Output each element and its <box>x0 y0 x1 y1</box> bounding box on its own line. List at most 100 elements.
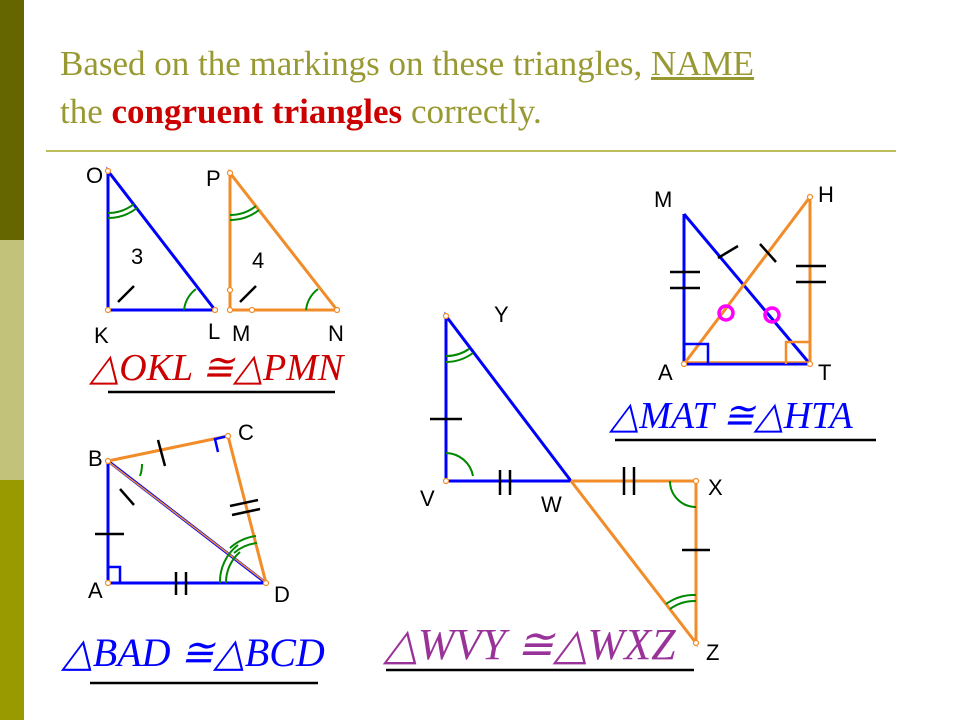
vertex-label-t: T <box>818 360 831 385</box>
segment-cd <box>226 435 268 584</box>
figure-mat-hta: M H A T △MAT ≅△HTA <box>608 182 876 442</box>
segment-bc <box>107 434 229 463</box>
right-angle-a3 <box>108 565 122 583</box>
vertex-label-o: O <box>86 163 103 188</box>
title-part1: Based on the markings on these triangles… <box>60 44 643 83</box>
point-dot-m <box>248 306 256 314</box>
sidebar-band-top <box>0 0 24 240</box>
vertex-dot-v <box>442 477 450 485</box>
vertex-label-c: C <box>238 420 254 445</box>
vertex-label-d: D <box>274 582 290 607</box>
tick-mark-ha <box>759 243 777 263</box>
angle-mark-a <box>717 304 735 322</box>
tick-mark-cd-2 <box>231 507 261 517</box>
angle-arc-d-upper <box>229 535 257 549</box>
title-congruent-triangles: congruent triangles <box>111 92 403 131</box>
figure-wvy-wxz: Y V W X Z △WVY ≅△WXZ <box>382 302 723 672</box>
slide-title: Based on the markings on these triangles… <box>60 40 920 136</box>
tick-mark-bd <box>119 488 135 506</box>
vertex-dot-k <box>104 306 112 314</box>
angle-arc-p <box>229 205 257 217</box>
title-part5: correctly. <box>410 92 542 131</box>
side-length-4: 4 <box>252 248 264 273</box>
vertex-label-b: B <box>88 446 103 471</box>
right-angle-c <box>213 434 229 453</box>
angle-arc-d-upper <box>233 542 258 554</box>
triangle-pmn <box>228 168 341 312</box>
vertex-label-w: W <box>541 492 562 517</box>
tick-mark-mt <box>717 244 739 260</box>
sidebar-decoration <box>0 0 24 720</box>
vertex-dot-m <box>226 306 234 314</box>
tick-mark-cd-1 <box>229 498 259 508</box>
vertex-dot-l <box>211 306 219 314</box>
point-dot-side <box>226 286 234 294</box>
vertex-label-n: N <box>328 321 344 346</box>
angle-arc-l <box>183 288 197 311</box>
vertex-dot-h <box>806 193 814 201</box>
answer-okl-pmn: △OKL ≅△PMN <box>88 347 346 389</box>
angle-arc-z <box>665 593 697 605</box>
vertex-dot-p <box>226 169 234 177</box>
side-length-3: 3 <box>131 244 143 269</box>
vertex-dot-y <box>442 312 450 320</box>
angle-arc-z <box>669 599 697 610</box>
answer-mat-hta: △MAT ≅△HTA <box>608 395 853 437</box>
answer-wvy-wxz: △WVY ≅△WXZ <box>382 620 676 669</box>
segment-mt <box>682 213 812 365</box>
vertex-dot-a2 <box>680 360 688 368</box>
tick-mark-m <box>239 285 257 303</box>
vertex-label-m2: M <box>654 187 672 212</box>
segment-ha <box>682 196 812 365</box>
vertex-dot-o <box>104 167 112 175</box>
vertex-label-l: L <box>208 319 220 344</box>
tick-mark-bc <box>156 439 167 467</box>
title-name-word: NAME <box>650 44 755 83</box>
sidebar-band-bottom <box>0 480 24 720</box>
angle-arc-y <box>445 352 474 363</box>
vertex-dot-x <box>692 477 700 485</box>
answer-bad-bcd: △BAD ≅△BCD <box>60 630 325 675</box>
angle-arc-o <box>107 203 135 215</box>
vertex-dot-b <box>104 457 112 465</box>
vertex-dot-a3 <box>104 579 112 587</box>
angle-arc-o <box>107 207 138 220</box>
vertex-label-x: X <box>708 475 723 500</box>
angle-arc-x <box>669 480 697 508</box>
vertex-label-k: K <box>94 323 109 348</box>
angle-mark-t <box>763 306 781 324</box>
figure-okl-pmn: O K L P M N 3 4 △OKL ≅△PMN <box>86 163 346 394</box>
vertex-label-v: V <box>420 486 435 511</box>
angle-arc-v <box>445 452 474 477</box>
vertex-label-m: M <box>232 321 250 346</box>
figure-bad-bcd: B C A D △BAD ≅△BCD <box>60 420 325 685</box>
vertex-dot-n <box>333 306 341 314</box>
vertex-label-p: P <box>206 166 221 191</box>
angle-arc-b <box>139 463 144 477</box>
vertex-label-h: H <box>818 182 834 207</box>
angle-arc-n <box>305 288 319 311</box>
vertex-dot-d <box>262 579 270 587</box>
vertex-dot-t <box>806 360 814 368</box>
segment-bd-orange <box>109 462 269 585</box>
vertex-label-a2: A <box>658 360 673 385</box>
right-angle-t <box>784 340 810 364</box>
vertex-label-a3: A <box>88 578 103 603</box>
angle-arc-y <box>445 348 470 358</box>
angle-arc-d <box>224 551 241 584</box>
angle-arc-p <box>229 209 260 222</box>
sidebar-band-middle <box>0 240 24 480</box>
vertex-dot-z <box>692 639 700 647</box>
vertex-dot-c <box>224 432 232 440</box>
title-part3: the <box>60 92 103 131</box>
right-angle-a <box>684 342 710 364</box>
triangle-wvy <box>444 311 575 483</box>
vertex-label-z: Z <box>706 640 719 665</box>
title-divider <box>46 150 896 152</box>
vertex-label-y: Y <box>494 302 509 327</box>
triangle-wxz <box>569 479 698 648</box>
tick-mark-k <box>117 285 135 303</box>
angle-arc-d <box>218 544 239 584</box>
triangle-okl <box>106 166 219 312</box>
